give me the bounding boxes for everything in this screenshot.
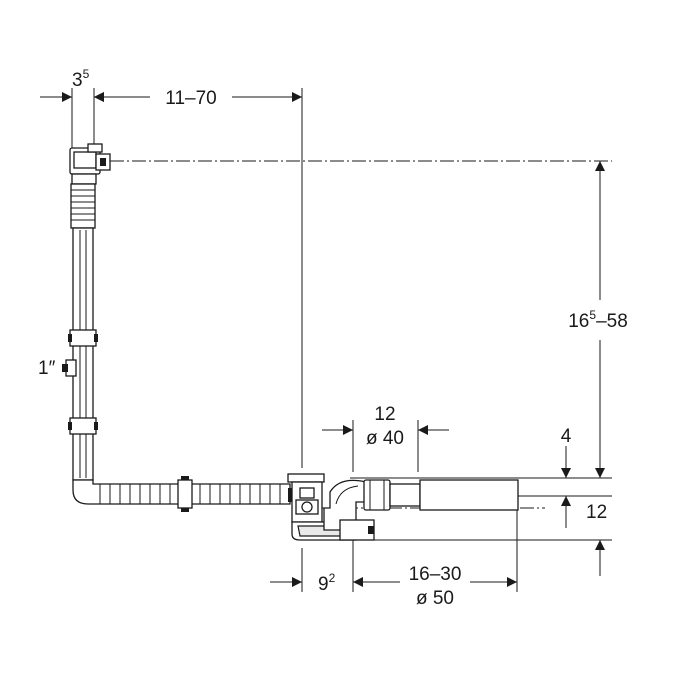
extension-lines [71,88,612,592]
trap-elbow [323,479,375,541]
dim-waste-length: 16–30 [409,564,462,585]
overflow-vertical-pipe [62,227,98,481]
dim-waste-offset: 92 [318,571,336,595]
center-lines [110,160,612,509]
dim-top-offset: 4 [561,426,572,447]
dim-outlet-length: 12 [374,404,395,425]
overflow-head [69,143,111,185]
dim-thread: 1″ [38,358,56,379]
dim-lines [40,92,605,587]
horizontal-hose [72,476,291,512]
dim-outlet-height: 12 [586,502,607,523]
overflow-corrugated-section [70,183,96,229]
dim-waste-diameter: ø 50 [416,588,454,609]
dim-overflow-reach: 11–70 [165,88,216,109]
outlet-pipe [363,479,519,511]
dim-total-height: 165–58 [568,308,628,332]
dim-outlet-diameter: ø 40 [366,428,404,449]
dim-overflow-offset: 35 [72,67,90,91]
